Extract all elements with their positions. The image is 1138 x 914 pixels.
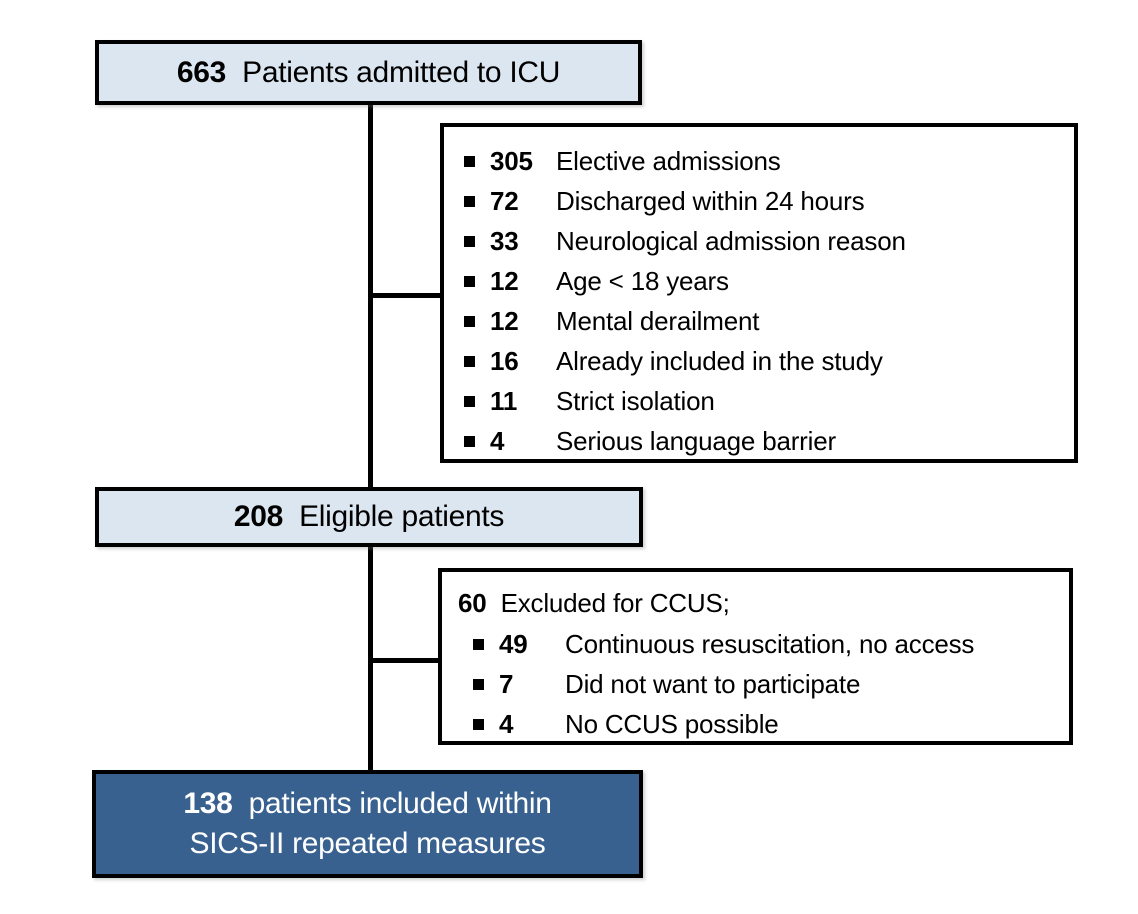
exclusion-label: No CCUS possible [565,708,779,739]
node-included-line2: SICS-II repeated measures [189,824,545,864]
exclusion-label: Discharged within 24 hours [556,185,865,216]
exclusion2-item: 49 Continuous resuscitation, no access [473,624,1061,664]
bullet-square-icon [473,678,484,690]
bullet-square-icon [464,395,475,407]
included-count: 138 [183,787,241,820]
exclusion2-header: 60 Excluded for CCUS; [458,582,1061,624]
exclusion2-item: 4 No CCUS possible [473,704,1061,744]
exclusion1-item: 72 Discharged within 24 hours [464,181,1066,221]
node-admitted: 663 Patients admitted to ICU [95,40,642,105]
exclusion-label: Neurological admission reason [556,225,906,256]
exclusion1-item: 16 Already included in the study [464,341,1066,381]
exclusion-count: 4 [499,708,514,739]
exclusion2-item: 7 Did not want to participate [473,664,1061,704]
exclusion-count: 4 [490,425,505,456]
node-eligible: 208 Eligible patients [95,487,643,547]
bullet-square-icon [464,195,475,207]
node-eligible-text: 208 Eligible patients [233,497,505,537]
eligible-label: Eligible patients [299,500,505,533]
exclusion-label: Mental derailment [556,305,760,336]
admitted-label: Patients admitted to ICU [242,55,561,89]
bullet-square-icon [464,275,475,287]
exclusion1-item: 11 Strict isolation [464,381,1066,421]
node-included: 138 patients included within SICS-II rep… [92,770,643,878]
exclusion-count: 305 [490,145,533,176]
exclusion-label: Did not want to participate [565,668,861,699]
bullet-square-icon [464,155,475,167]
bullet-square-icon [464,315,475,327]
node-included-line1: 138 patients included within [183,784,552,824]
exclusion1-item: 33 Neurological admission reason [464,221,1066,261]
eligible-count: 208 [233,500,292,533]
exclusion-count: 12 [490,305,519,336]
exclusion-box-1: 305 Elective admissions 72 Discharged wi… [440,123,1078,463]
exclusion-label: Already included in the study [556,345,883,376]
exclusion-count: 72 [490,185,519,216]
bullet-square-icon [464,355,475,367]
exclusion1-item: 12 Age < 18 years [464,261,1066,301]
exclusion-box-2: 60 Excluded for CCUS; 49 Continuous resu… [438,568,1073,745]
exclusion-count: 16 [490,345,519,376]
exclusion1-item: 4 Serious language barrier [464,421,1066,461]
exclusion-label: Strict isolation [556,385,715,416]
exclusion2-header-count: 60 [458,588,494,618]
exclusion-label: Elective admissions [556,145,781,176]
bullet-square-icon [464,235,475,247]
exclusion1-item: 305 Elective admissions [464,141,1066,181]
included-label-line2: SICS-II repeated measures [189,827,546,860]
exclusion2-header-label: Excluded for CCUS; [500,588,730,618]
node-admitted-text: 663 Patients admitted to ICU [176,53,561,93]
exclusion-label: Age < 18 years [556,265,729,296]
exclusion-count: 12 [490,265,519,296]
exclusion-count: 33 [490,225,519,256]
bullet-square-icon [473,718,484,730]
exclusion-label: Continuous resuscitation, no access [565,628,975,659]
exclusion-count: 11 [490,385,518,416]
exclusion-count: 49 [499,628,528,659]
included-label-line1: patients included within [248,787,552,820]
bullet-square-icon [464,435,475,447]
admitted-count: 663 [176,55,235,89]
connector-branch-exclusion2 [370,658,440,663]
exclusion-label: Serious language barrier [556,425,836,456]
bullet-square-icon [473,638,484,650]
connector-branch-exclusion1 [370,293,442,298]
exclusion-count: 7 [499,668,514,699]
exclusion1-item: 12 Mental derailment [464,301,1066,341]
